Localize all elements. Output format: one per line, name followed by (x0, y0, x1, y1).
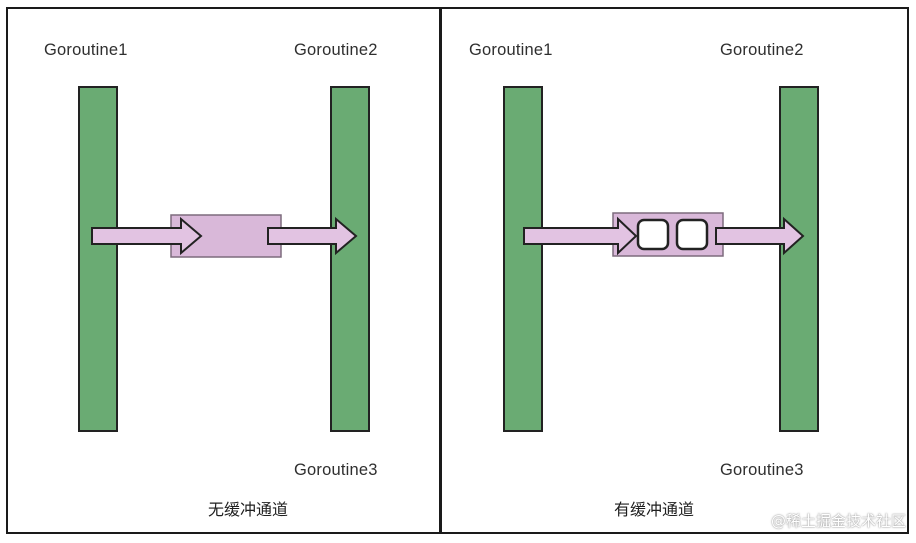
left-goroutine1-label: Goroutine1 (44, 41, 128, 59)
buffer-slot-1 (636, 218, 670, 251)
panel-divider (439, 7, 442, 534)
right-goroutine2-label: Goroutine2 (720, 41, 804, 59)
right-caption: 有缓冲通道 (614, 500, 695, 519)
source-watermark: @稀土掘金技术社区 (770, 512, 906, 530)
left-goroutine1-bar (78, 86, 118, 432)
left-receive-arrow (267, 216, 358, 256)
left-send-arrow (91, 216, 203, 256)
right-send-arrow (523, 216, 638, 256)
figure-frame (6, 7, 909, 534)
right-goroutine3-label: Goroutine3 (720, 461, 804, 479)
right-goroutine2-bar (779, 86, 819, 432)
buffer-slot-2 (675, 218, 709, 251)
right-receive-arrow (715, 216, 805, 256)
left-goroutine2-bar (330, 86, 370, 432)
left-goroutine3-label: Goroutine3 (294, 461, 378, 479)
right-goroutine1-label: Goroutine1 (469, 41, 553, 59)
left-caption: 无缓冲通道 (208, 500, 289, 519)
left-goroutine2-label: Goroutine2 (294, 41, 378, 59)
right-goroutine1-bar (503, 86, 543, 432)
